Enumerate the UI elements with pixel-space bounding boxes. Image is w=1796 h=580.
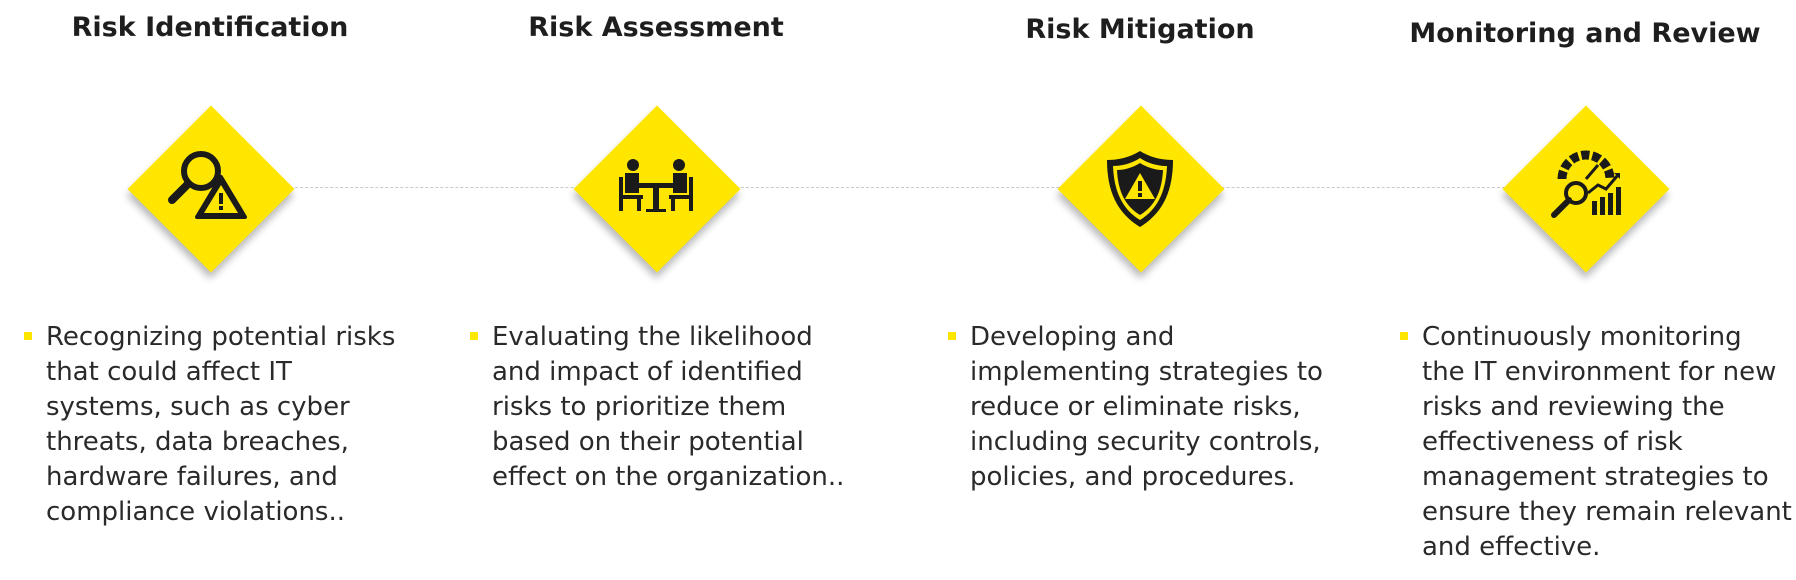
process-connector-line: [210, 187, 1560, 188]
magnifier-warning-icon: [168, 151, 247, 219]
bullet-marker: [948, 332, 956, 340]
meeting-table-icon: [619, 159, 693, 212]
step-title: Risk Mitigation: [1025, 14, 1255, 45]
bullet-marker: [1400, 332, 1408, 340]
description-text: Evaluating the likelihood and impact of …: [492, 322, 845, 492]
step-diamond: [122, 100, 298, 276]
step-title: Monitoring and Review: [1409, 18, 1761, 49]
step-diamond: [1497, 100, 1673, 276]
bullet-marker: [470, 332, 478, 340]
step-title: Risk Assessment: [528, 12, 784, 43]
monitoring-gauge-chart-icon: [1551, 150, 1621, 218]
step-description: Recognizing potential risks that could a…: [24, 320, 406, 530]
step-diamond: [568, 100, 744, 276]
bullet-marker: [24, 332, 32, 340]
step-description: Continuously monitoring the IT environme…: [1400, 320, 1792, 565]
description-text: Continuously monitoring the IT environme…: [1422, 322, 1792, 562]
description-text: Developing and implementing strategies t…: [970, 322, 1323, 492]
description-text: Recognizing potential risks that could a…: [46, 322, 396, 527]
step-diamond: [1052, 100, 1228, 276]
step-description: Developing and implementing strategies t…: [948, 320, 1330, 495]
step-description: Evaluating the likelihood and impact of …: [470, 320, 852, 495]
step-title: Risk Identification: [71, 12, 349, 43]
shield-warning-icon: [1107, 151, 1173, 227]
